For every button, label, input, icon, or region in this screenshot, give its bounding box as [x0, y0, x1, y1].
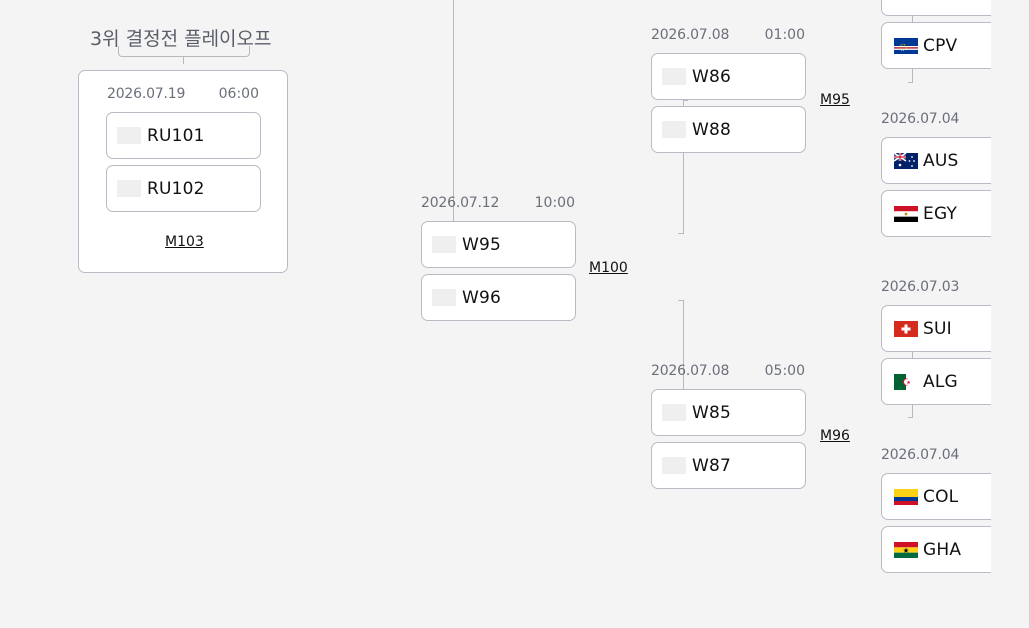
switzerland-flag-icon [894, 320, 918, 337]
match-link[interactable]: M95 [820, 92, 850, 108]
team-name: RU102 [147, 178, 205, 199]
connector-line [453, 0, 454, 266]
team-name: W87 [692, 455, 732, 476]
team-slot[interactable]: COL [881, 473, 991, 520]
team-name: W85 [692, 402, 732, 423]
team-slot[interactable]: W88 [651, 106, 806, 153]
team-flag-placeholder [662, 121, 686, 138]
team-slot[interactable]: EGY [881, 190, 991, 237]
team-name: W88 [692, 119, 732, 140]
team-name: W86 [692, 66, 732, 87]
team-flag-placeholder [117, 127, 141, 144]
third-place-match-card[interactable]: 2026.07.19 06:00 RU101 RU102 M103 [78, 70, 288, 273]
match-date: 2026.07.12 [421, 195, 500, 211]
team-slot[interactable]: W87 [651, 442, 806, 489]
team-slot[interactable]: W85 [651, 389, 806, 436]
connector-line [678, 233, 684, 234]
team-slot[interactable]: ALG [881, 358, 991, 405]
connector-line [908, 82, 913, 83]
team-name: COL [923, 486, 959, 507]
algeria-flag-icon [894, 373, 918, 390]
match-link[interactable]: M96 [820, 428, 850, 444]
team-slot[interactable]: W86 [651, 53, 806, 100]
team-slot[interactable]: GHA [881, 526, 991, 573]
connector-line [683, 100, 684, 234]
connector-line [683, 300, 684, 436]
cape-verde-flag-icon [894, 37, 918, 54]
connector-line [183, 56, 184, 64]
match-date: 2026.07.04 [881, 111, 960, 127]
team-flag-placeholder [662, 68, 686, 85]
team-flag [894, 0, 918, 1]
team-slot[interactable]: RU101 [106, 112, 261, 159]
team-slot[interactable]: W96 [421, 274, 576, 321]
team-slot[interactable]: W95 [421, 221, 576, 268]
match-date: 2026.07.19 [107, 86, 186, 102]
title-bracket [118, 46, 250, 57]
team-flag-placeholder [662, 457, 686, 474]
team-name: EGY [923, 203, 958, 224]
team-slot[interactable]: RU102 [106, 165, 261, 212]
team-flag-placeholder [117, 180, 141, 197]
match-link[interactable]: M100 [589, 260, 628, 276]
match-time: 10:00 [534, 195, 575, 211]
match-date: 2026.07.04 [881, 447, 960, 463]
team-slot[interactable]: SUI [881, 305, 991, 352]
match-date: 2026.07.03 [881, 279, 960, 295]
match-time: 01:00 [764, 27, 805, 43]
team-name: AUS [923, 150, 959, 171]
match-link[interactable]: M103 [165, 234, 204, 250]
connector-line [683, 100, 688, 101]
connector-line [908, 417, 913, 418]
connector-line [678, 300, 684, 301]
team-name: ALG [923, 371, 958, 392]
australia-flag-icon [894, 152, 918, 169]
team-slot[interactable] [881, 0, 991, 16]
team-name: SUI [923, 318, 952, 339]
team-name: GHA [923, 539, 962, 560]
match-time: 05:00 [764, 363, 805, 379]
match-date: 2026.07.08 [651, 27, 730, 43]
team-name: RU101 [147, 125, 205, 146]
egypt-flag-icon [894, 205, 918, 222]
third-place-title: 3위 결정전 플레이오프 [90, 28, 272, 50]
team-slot[interactable]: AUS [881, 137, 991, 184]
ghana-flag-icon [894, 541, 918, 558]
team-flag-placeholder [662, 404, 686, 421]
team-name: W96 [462, 287, 502, 308]
team-flag-placeholder [432, 289, 456, 306]
team-name: W95 [462, 234, 502, 255]
colombia-flag-icon [894, 488, 918, 505]
team-flag-placeholder [432, 236, 456, 253]
team-slot[interactable]: CPV [881, 22, 991, 69]
match-time: 06:00 [218, 86, 259, 102]
team-name: CPV [923, 35, 958, 56]
match-date: 2026.07.08 [651, 363, 730, 379]
